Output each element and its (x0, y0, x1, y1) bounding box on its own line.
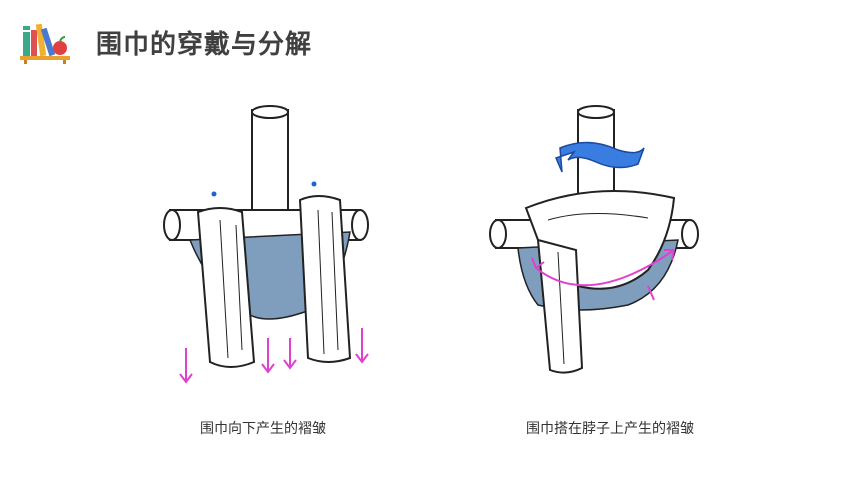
page-title: 围巾的穿戴与分解 (96, 30, 313, 60)
scarf-hanging-figure (150, 100, 380, 400)
caption-right: 围巾搭在脖子上产生的褶皱 (526, 421, 694, 437)
twist-arrow-icon (554, 141, 645, 173)
scarf-draped-figure (478, 100, 708, 400)
curved-arrow-icon (531, 249, 675, 301)
caption-left: 围巾向下产生的褶皱 (200, 421, 326, 437)
books-and-apple-icon (18, 20, 72, 64)
down-arrow-icon (179, 328, 369, 384)
